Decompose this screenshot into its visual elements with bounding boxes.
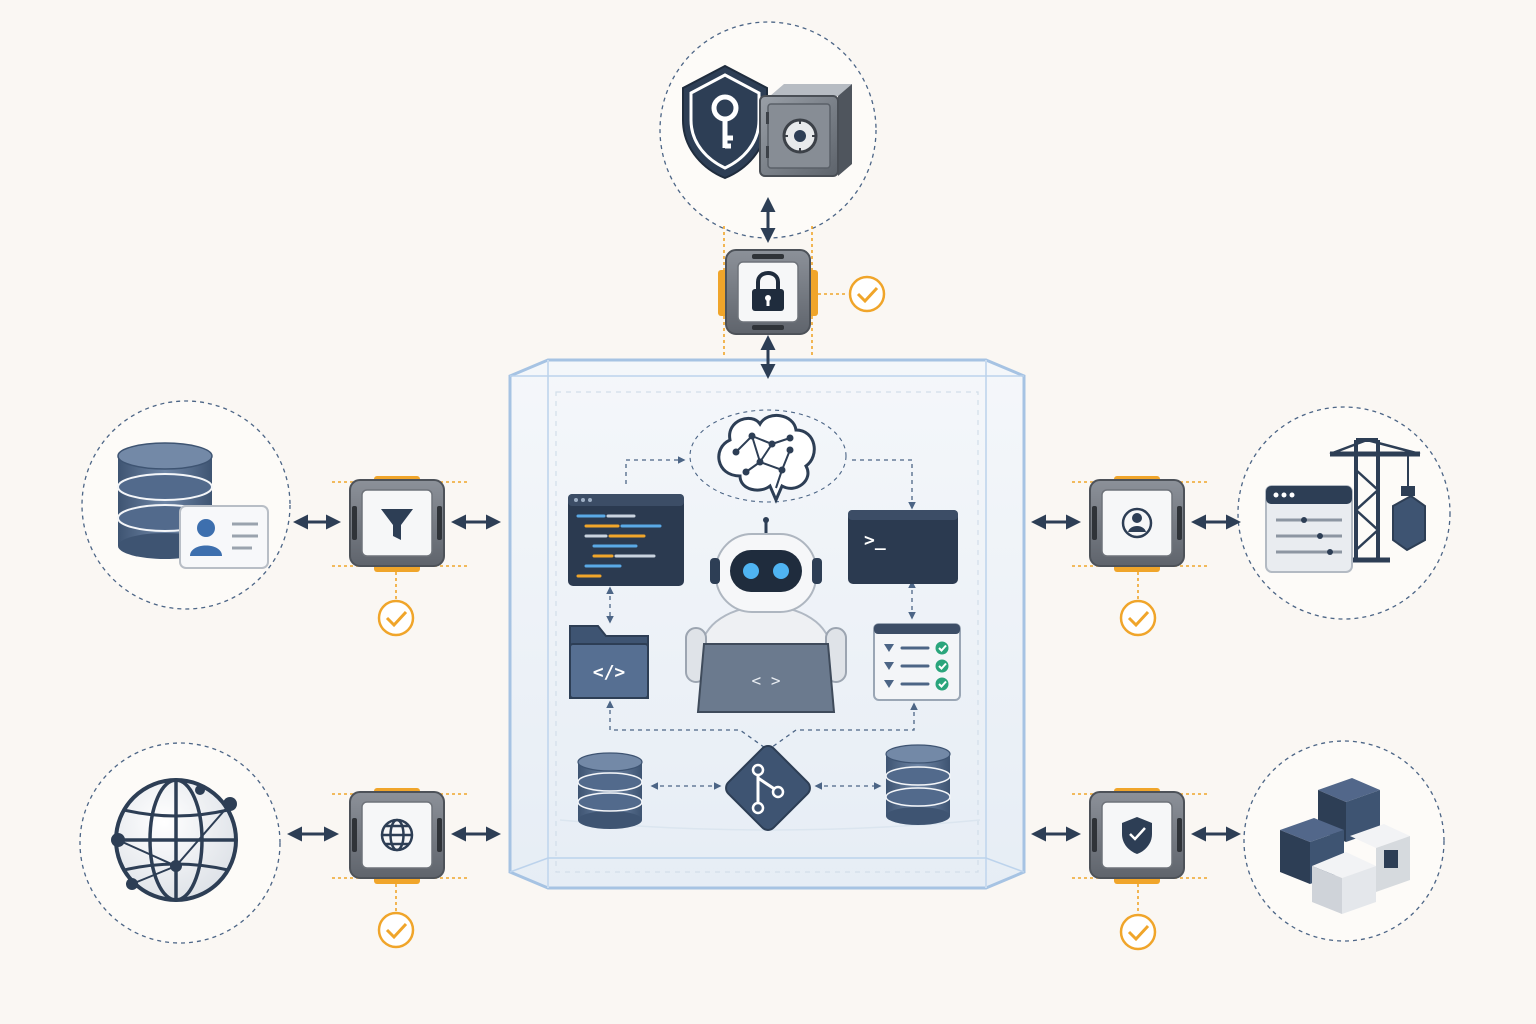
code-folder-icon: </> <box>569 625 649 699</box>
cube-stack-icon <box>1280 778 1410 914</box>
gateway-left-top[interactable] <box>332 476 468 637</box>
terminal-window: >_ <box>848 510 958 584</box>
id-card-icon <box>179 505 269 569</box>
external-resource-secrets-vault <box>659 21 877 239</box>
gateway-top[interactable] <box>718 226 886 356</box>
approved-check-icon <box>1119 913 1157 951</box>
external-resource-internet <box>79 742 281 944</box>
database-icon-right <box>885 744 951 825</box>
approved-check-icon <box>1119 599 1157 637</box>
network-globe-icon <box>111 778 238 902</box>
user-circle-icon <box>1121 507 1153 539</box>
database-icon-left <box>577 752 643 829</box>
brain-icon <box>717 414 816 504</box>
padlock-icon <box>752 271 784 311</box>
internal-flows <box>606 409 918 790</box>
safe-icon <box>759 84 852 177</box>
brain-boundary <box>689 409 847 503</box>
filter-funnel-icon <box>381 509 413 540</box>
browser-window-icon <box>1265 485 1353 573</box>
gateway-dashed-links <box>723 226 846 356</box>
external-resource-packages <box>1243 740 1445 942</box>
robot-agent: < > <box>685 517 847 713</box>
terminal-prompt: >_ <box>864 530 886 551</box>
laptop-code-symbol: < > <box>752 671 781 690</box>
git-icon <box>725 745 811 831</box>
crane-icon <box>1329 438 1426 563</box>
test-pass-icons <box>935 641 949 691</box>
code-editor-window <box>568 494 684 586</box>
gateway-right-bottom[interactable] <box>1072 788 1208 951</box>
connection-arrows <box>287 197 1241 842</box>
approved-check-icon <box>377 911 415 949</box>
code-folder-symbol: </> <box>593 662 626 683</box>
test-checklist-window <box>873 623 961 701</box>
gateway-left-bottom[interactable] <box>332 788 468 949</box>
shield-check-icon <box>1122 817 1152 854</box>
globe-icon <box>380 818 414 852</box>
laptop-icon: < > <box>696 643 836 713</box>
external-resource-user-database <box>81 400 291 610</box>
external-resource-deployment-pipeline <box>1237 406 1451 620</box>
approved-check-icon <box>377 599 415 637</box>
approved-check-icon <box>848 275 886 313</box>
gateway-right-top[interactable] <box>1072 476 1208 637</box>
